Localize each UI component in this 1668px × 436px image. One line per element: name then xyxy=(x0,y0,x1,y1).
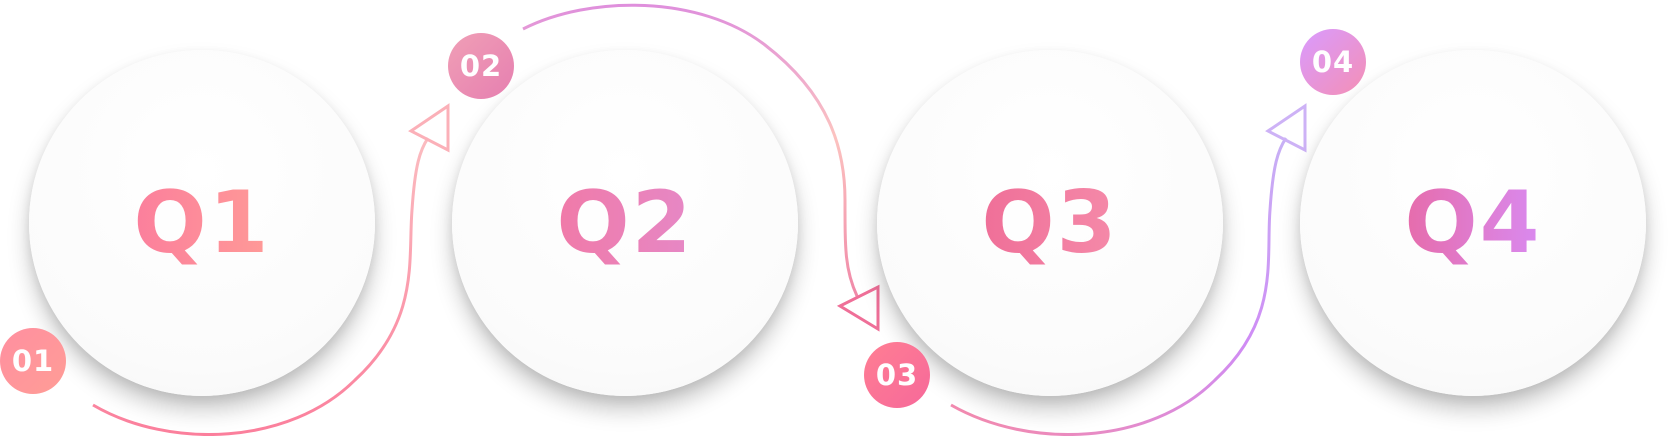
step-badge-02: 02 xyxy=(448,33,514,99)
quarter-circle-q1: Q1 xyxy=(29,50,375,396)
step-badge-03: 03 xyxy=(864,342,930,408)
quarter-label-q2: Q2 xyxy=(556,173,694,273)
step-badge-04: 04 xyxy=(1300,29,1366,95)
step-badge-01: 01 xyxy=(0,328,66,394)
quarter-label-q4: Q4 xyxy=(1404,173,1542,273)
connector-2 xyxy=(522,3,859,297)
arrowhead-1 xyxy=(408,103,450,153)
arrowhead-2 xyxy=(836,284,880,332)
quarter-label-q3: Q3 xyxy=(981,173,1119,273)
connector-3 xyxy=(950,137,1288,436)
quarter-circle-q3: Q3 xyxy=(877,50,1223,396)
arrowhead-3 xyxy=(1265,103,1307,153)
quarter-circle-q4: Q4 xyxy=(1300,50,1646,396)
connector-1 xyxy=(92,137,430,436)
quarter-label-q1: Q1 xyxy=(133,173,271,273)
quarter-circle-q2: Q2 xyxy=(452,50,798,396)
